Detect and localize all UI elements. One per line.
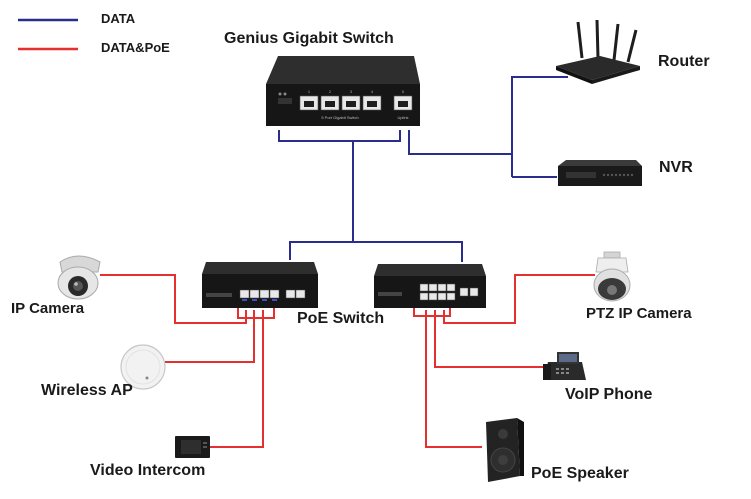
ptz-ip-camera-label: PTZ IP Camera xyxy=(586,305,692,322)
poe-switch-right-bracket xyxy=(413,308,451,317)
router-icon xyxy=(556,19,640,84)
core-switch-panel-text: 5 Port Gigabit Switch xyxy=(321,115,358,120)
nvr-icon xyxy=(558,160,642,186)
link-poe-bus xyxy=(289,241,463,262)
core-switch-label: Genius Gigabit Switch xyxy=(224,30,394,47)
core-switch-icon: 1 2 3 4 5 5 Port Gigabit Switch Uplink xyxy=(266,56,420,126)
link-video-intercom xyxy=(210,310,264,448)
wireless-ap-label: Wireless AP xyxy=(41,382,133,399)
poe-links xyxy=(100,274,595,448)
intercom-icon xyxy=(175,436,210,458)
ip-camera-label: IP Camera xyxy=(11,300,85,317)
core-switch-bracket xyxy=(278,130,401,142)
router-label: Router xyxy=(658,53,710,70)
core-switch-port-3: 3 xyxy=(350,89,353,94)
nvr-label: NVR xyxy=(659,159,693,176)
legend-data-poe-label: DATA&PoE xyxy=(101,40,170,55)
poe-switch-right-icon xyxy=(374,264,486,308)
video-intercom-label: Video Intercom xyxy=(90,462,206,479)
link-ptz-camera xyxy=(443,274,595,324)
poe-switch-left-bracket xyxy=(237,308,275,319)
core-switch-port-1: 1 xyxy=(308,89,311,94)
legend-data-label: DATA xyxy=(101,11,136,26)
core-switch-port-4: 4 xyxy=(371,89,374,94)
poe-switch-label: PoE Switch xyxy=(297,310,385,327)
ptz-camera-icon xyxy=(593,251,631,302)
access-point-icon xyxy=(120,344,166,390)
link-voip-phone xyxy=(434,310,548,368)
speaker-icon xyxy=(486,418,524,482)
link-ip-camera xyxy=(100,274,247,324)
link-wireless-ap xyxy=(165,310,255,363)
data-links xyxy=(278,76,568,262)
voip-phone-label: VoIP Phone xyxy=(565,386,653,403)
link-core-uplink xyxy=(408,130,512,155)
poe-speaker-label: PoE Speaker xyxy=(531,465,629,482)
link-router xyxy=(511,76,568,177)
link-poe-speaker xyxy=(425,310,482,448)
core-switch-port-2: 2 xyxy=(329,89,332,94)
core-switch-port-5: 5 xyxy=(402,89,405,94)
poe-switch-left-icon xyxy=(202,262,318,308)
voip-phone-icon xyxy=(543,352,586,380)
core-switch-uplink-text: Uplink xyxy=(397,115,408,120)
legend xyxy=(18,18,78,51)
dome-camera-icon xyxy=(57,255,101,300)
